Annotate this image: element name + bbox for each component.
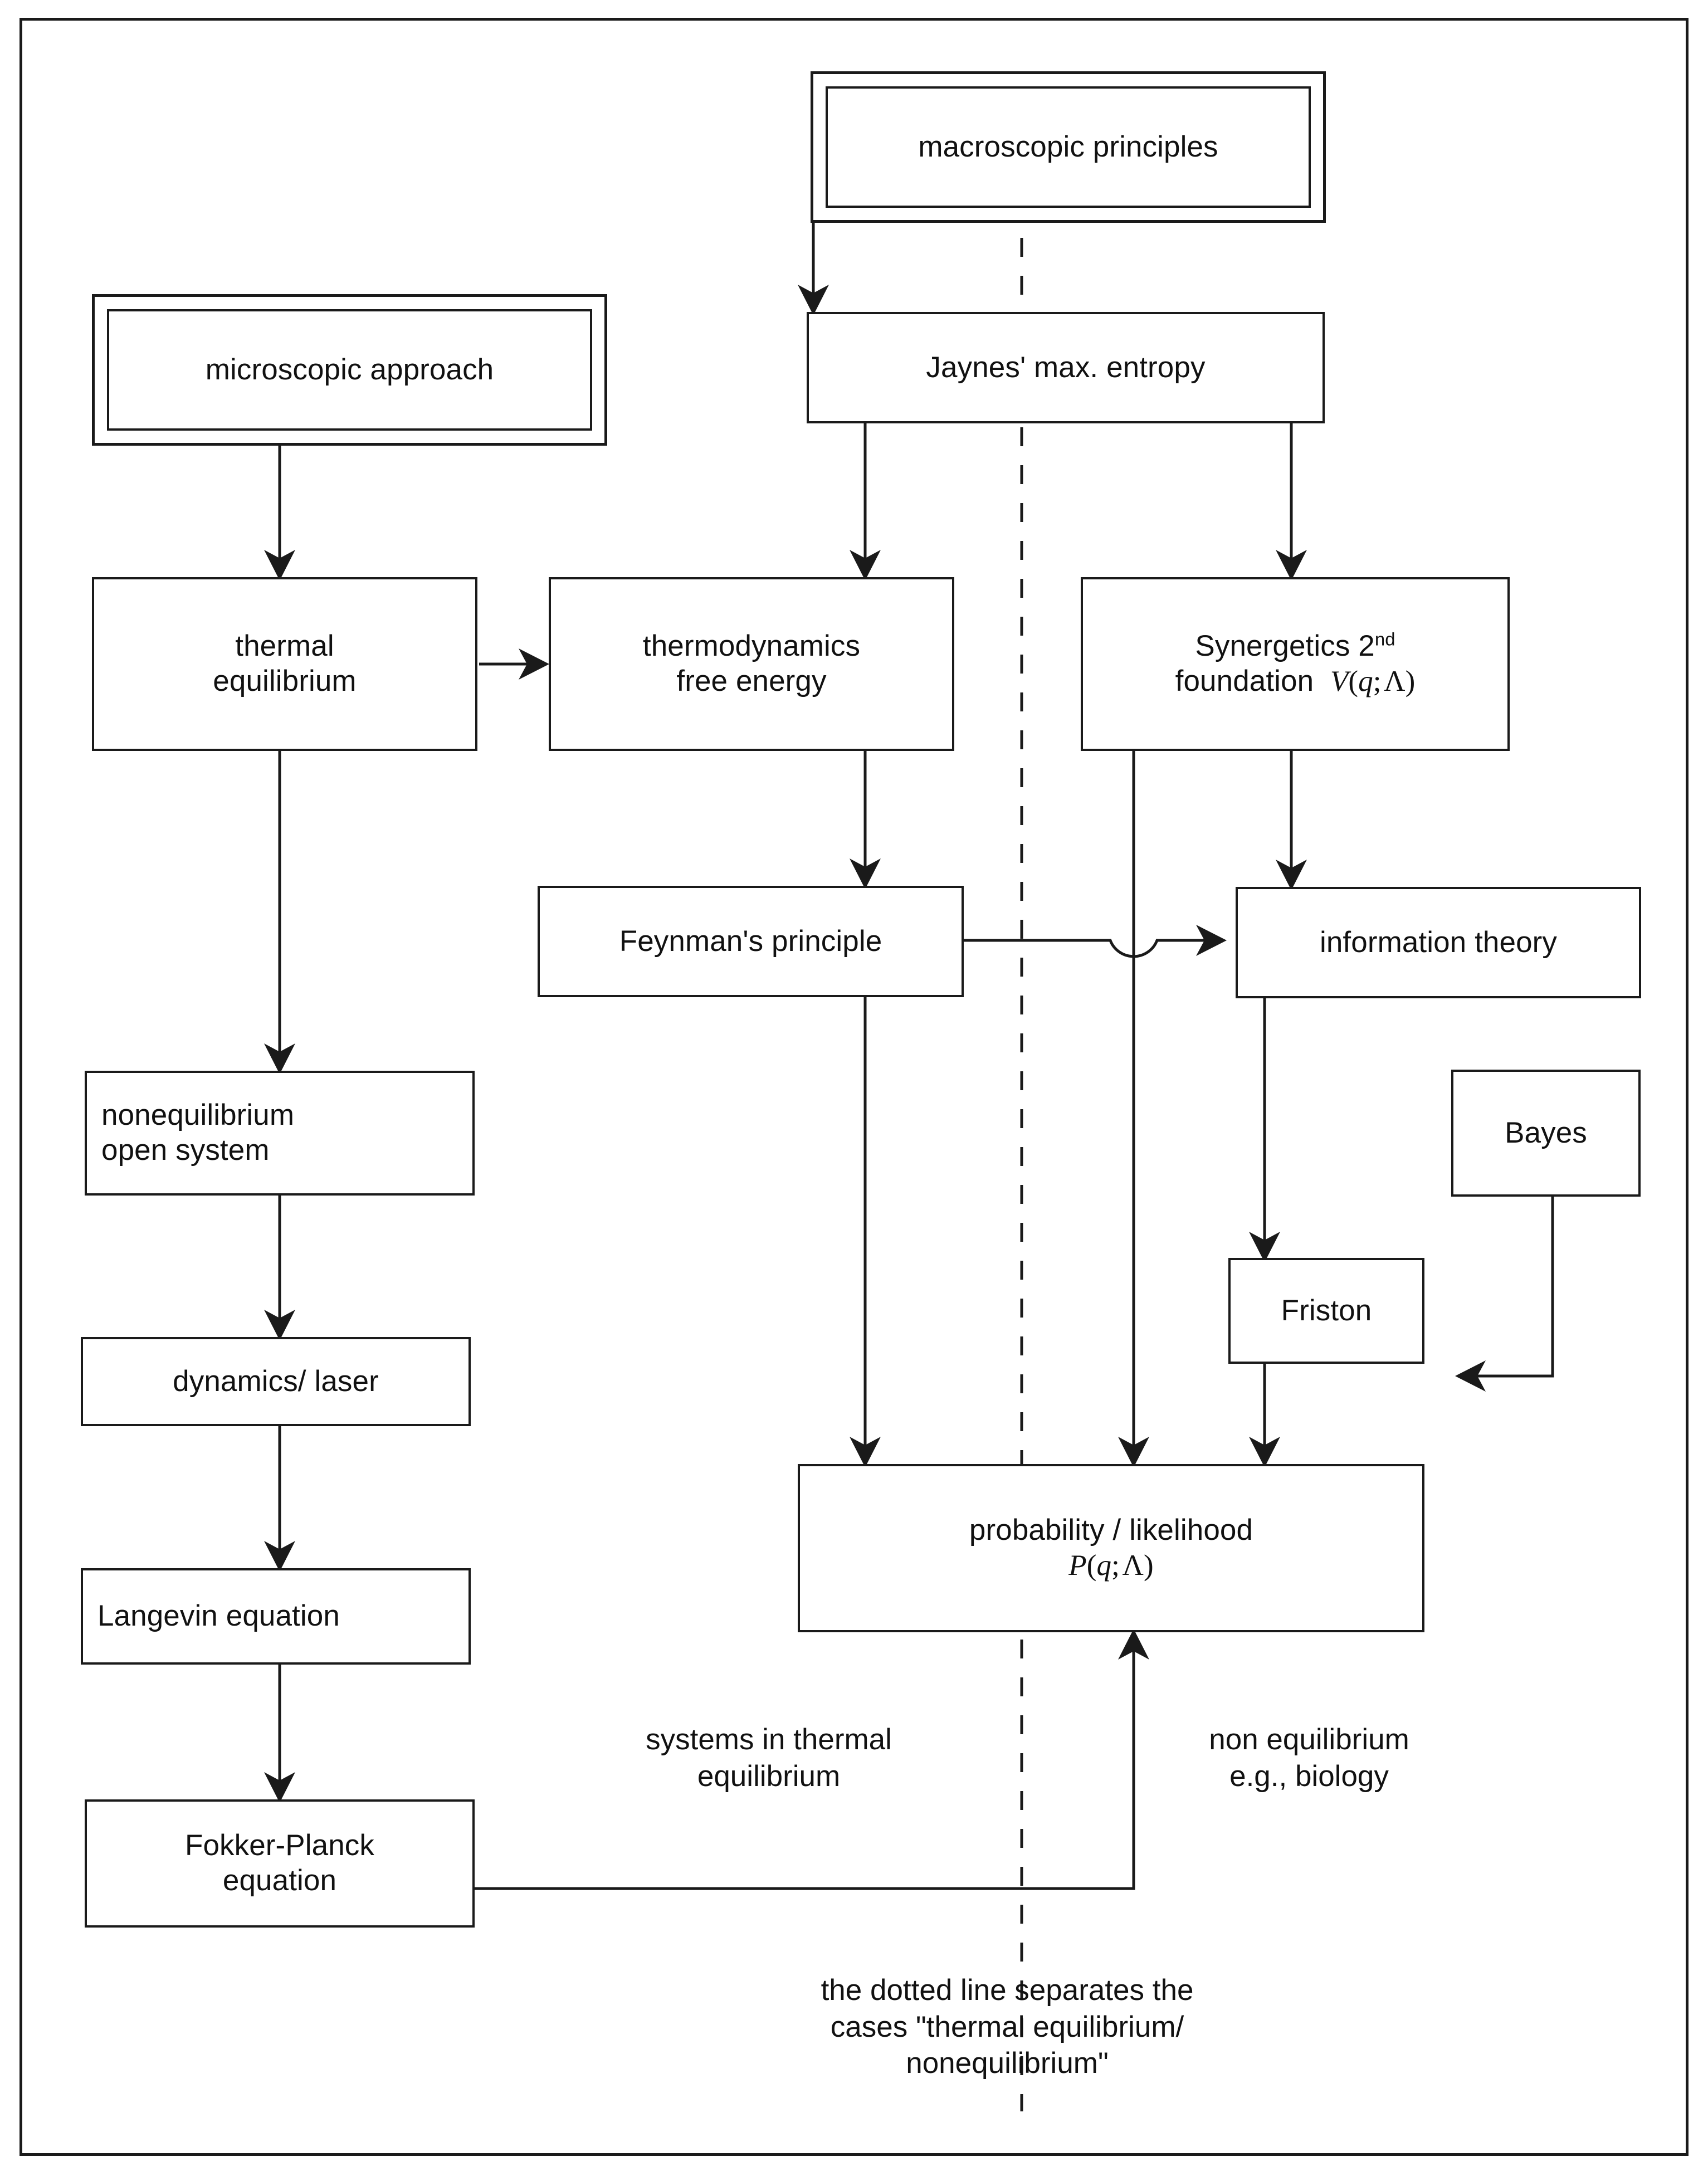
node-bayes-label: Bayes bbox=[1505, 1116, 1587, 1149]
node-fokker-planck-line2: equation bbox=[222, 1864, 337, 1897]
caption-footnote-line1: the dotted line separates the bbox=[821, 1974, 1194, 2007]
caption-right-line2: e.g., biology bbox=[1229, 1759, 1389, 1793]
caption-right-line1: non equilibrium bbox=[1209, 1723, 1409, 1756]
node-friston-label: Friston bbox=[1281, 1294, 1372, 1327]
node-nonequilibrium-line2: open system bbox=[101, 1134, 270, 1167]
node-probability-formula-close: ) bbox=[1143, 1549, 1154, 1582]
node-nonequilibrium-line1: nonequilibrium bbox=[101, 1099, 295, 1132]
node-jaynes-max-entropy[interactable]: Jaynes' max. entropy bbox=[807, 312, 1325, 423]
node-probability-line1: probability / likelihood bbox=[969, 1514, 1253, 1547]
caption-non-equilibrium-biology: non equilibrium e.g., biology bbox=[1148, 1721, 1471, 1794]
node-thermodynamics-free-energy[interactable]: thermodynamics free energy bbox=[549, 577, 954, 751]
node-friston[interactable]: Friston bbox=[1228, 1258, 1424, 1364]
node-bayes[interactable]: Bayes bbox=[1451, 1070, 1641, 1197]
node-macroscopic-principles[interactable]: macroscopic principles bbox=[811, 71, 1326, 223]
caption-footnote-line3: nonequilibrium" bbox=[906, 2047, 1109, 2080]
node-synergetics-line1: Synergetics 2 bbox=[1195, 630, 1375, 663]
caption-footnote-line2: cases "thermal equilibrium/ bbox=[830, 2010, 1184, 2043]
node-dynamics-laser[interactable]: dynamics/ laser bbox=[81, 1337, 471, 1426]
node-fokker-planck-line1: Fokker-Planck bbox=[184, 1829, 374, 1862]
node-macroscopic-principles-label: macroscopic principles bbox=[918, 130, 1218, 163]
node-microscopic-approach[interactable]: microscopic approach bbox=[92, 294, 607, 446]
node-synergetics-formula-q: q bbox=[1358, 665, 1373, 697]
node-thermodynamics-line1: thermodynamics bbox=[642, 630, 861, 663]
node-synergetics-formula-open: ( bbox=[1348, 665, 1359, 697]
node-thermal-equilibrium-line1: thermal bbox=[235, 630, 334, 663]
node-synergetics-formula-semicolon: ; bbox=[1373, 665, 1382, 697]
node-probability-formula-q: q bbox=[1096, 1549, 1112, 1582]
caption-dotted-line-footnote: the dotted line separates the cases "the… bbox=[679, 1972, 1336, 2082]
node-probability-formula-P: P bbox=[1068, 1549, 1087, 1582]
node-information-theory[interactable]: information theory bbox=[1236, 887, 1641, 998]
node-feynman-label: Feynman's principle bbox=[619, 924, 882, 958]
node-synergetics-formula-lambda: Λ bbox=[1384, 665, 1406, 697]
node-thermodynamics-line2: free energy bbox=[676, 665, 827, 697]
node-langevin-equation[interactable]: Langevin equation bbox=[81, 1568, 471, 1665]
node-fokker-planck-equation[interactable]: Fokker-Planck equation bbox=[85, 1799, 475, 1928]
node-probability-formula-lambda: Λ bbox=[1122, 1549, 1144, 1582]
node-synergetics-line2: foundation bbox=[1175, 665, 1314, 697]
node-probability-formula-semicolon: ; bbox=[1111, 1549, 1120, 1582]
node-probability-formula-open: ( bbox=[1086, 1549, 1097, 1582]
node-thermal-equilibrium[interactable]: thermal equilibrium bbox=[92, 577, 477, 751]
node-microscopic-approach-label: microscopic approach bbox=[205, 353, 494, 386]
node-nonequilibrium-open-system[interactable]: nonequilibrium open system bbox=[85, 1071, 475, 1196]
node-synergetics-ordinal: nd bbox=[1374, 628, 1395, 650]
node-synergetics-formula-V: V bbox=[1330, 665, 1349, 697]
node-dynamics-laser-label: dynamics/ laser bbox=[173, 1364, 379, 1398]
node-feynmans-principle[interactable]: Feynman's principle bbox=[538, 886, 964, 997]
node-thermal-equilibrium-line2: equilibrium bbox=[213, 665, 357, 697]
node-macroscopic-principles-inner: macroscopic principles bbox=[826, 86, 1311, 208]
caption-systems-in-thermal-equilibrium: systems in thermal equilibrium bbox=[574, 1721, 964, 1794]
caption-left-line2: equilibrium bbox=[697, 1759, 841, 1793]
node-synergetics-foundation[interactable]: Synergetics 2nd foundation V(q; Λ) bbox=[1081, 577, 1510, 751]
node-synergetics-formula-close: ) bbox=[1405, 665, 1416, 697]
node-information-theory-label: information theory bbox=[1319, 925, 1557, 959]
caption-left-line1: systems in thermal bbox=[646, 1723, 892, 1756]
node-langevin-label: Langevin equation bbox=[97, 1599, 340, 1633]
node-jaynes-label: Jaynes' max. entropy bbox=[926, 350, 1206, 384]
node-microscopic-approach-inner: microscopic approach bbox=[107, 309, 592, 431]
node-probability-likelihood[interactable]: probability / likelihood P(q; Λ) bbox=[798, 1464, 1424, 1632]
